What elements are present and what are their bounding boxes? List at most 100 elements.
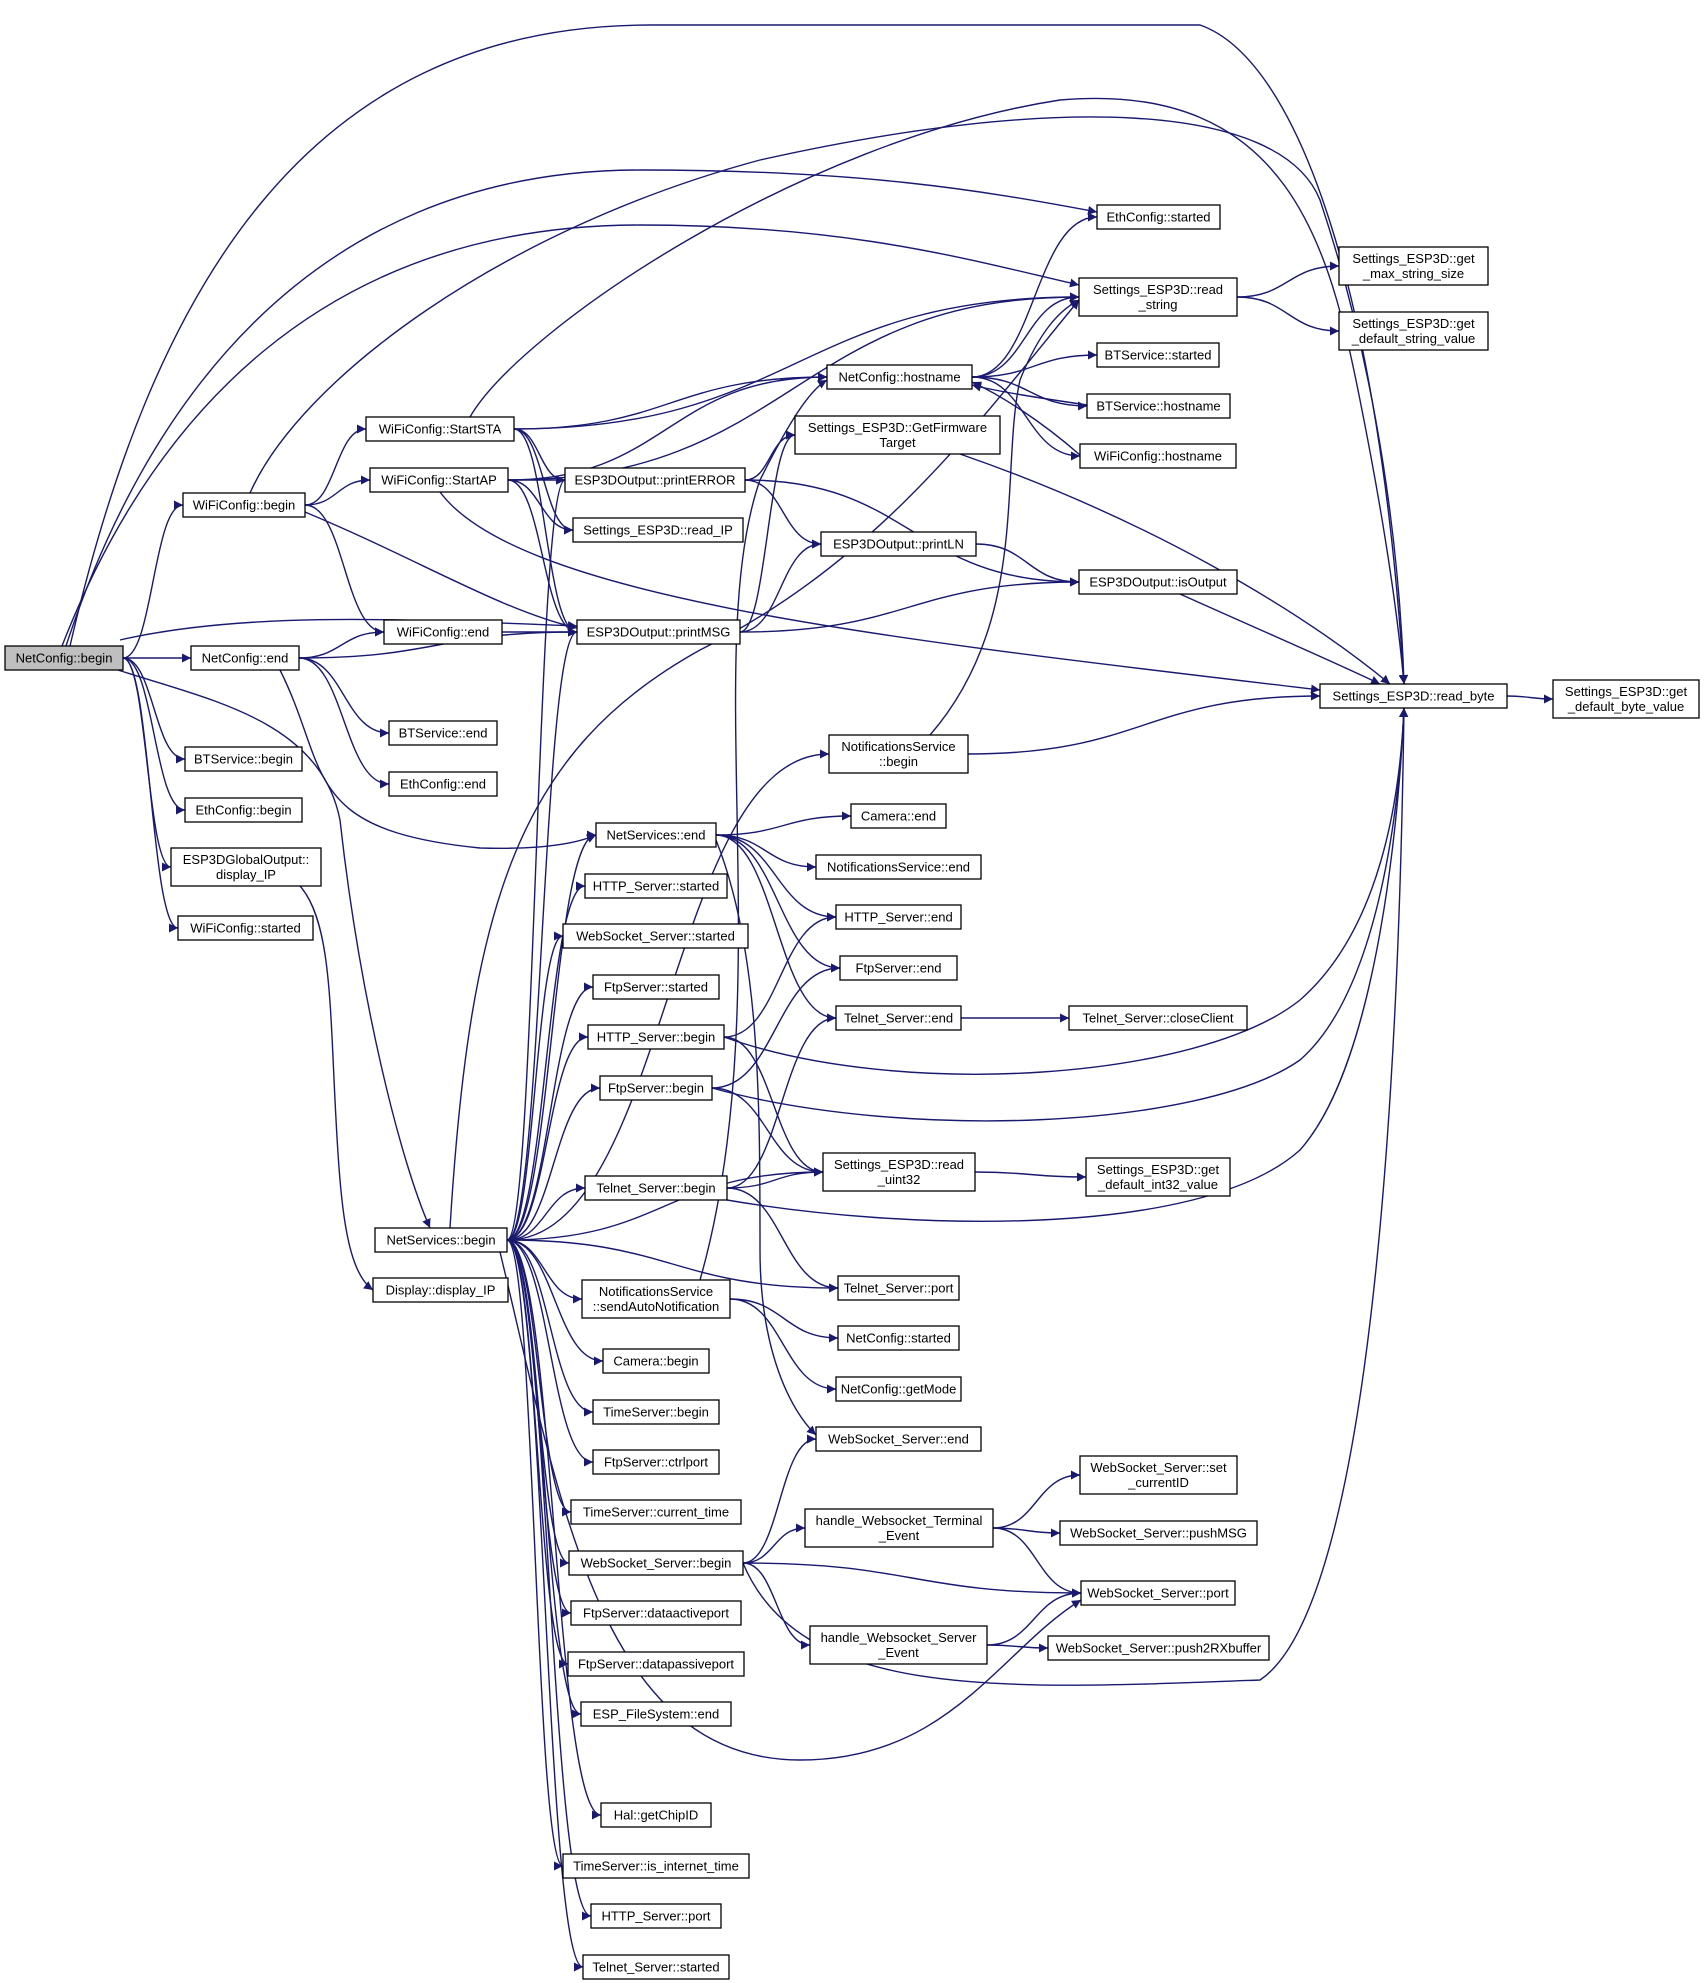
node-netconfig-begin[interactable]: NetConfig::begin	[4, 645, 124, 671]
node-settings-esp3d-get-max-string-size[interactable]: Settings_ESP3D::get_max_string_size	[1338, 246, 1489, 286]
node-box	[1068, 1005, 1248, 1031]
node-esp3doutput-printmsg[interactable]: ESP3DOutput::printMSG	[576, 619, 741, 645]
node-label: FtpServer::begin	[608, 1081, 704, 1096]
edge-n12-to-n35	[506, 1239, 592, 1921]
node-settings-esp3d-get-default-byte-value[interactable]: Settings_ESP3D::get_default_byte_value	[1552, 679, 1700, 719]
node-wificonfig-started[interactable]: WiFiConfig::started	[177, 915, 314, 941]
node-notificationsservice-begin[interactable]: NotificationsService::begin	[828, 734, 969, 774]
node-settings-esp3d-read-uint32[interactable]: Settings_ESP3D::read_uint32	[822, 1152, 976, 1192]
node-camera-begin[interactable]: Camera::begin	[602, 1348, 710, 1374]
node-notificationsservice-end[interactable]: NotificationsService::end	[815, 854, 982, 880]
node-netconfig-end[interactable]: NetConfig::end	[190, 645, 300, 671]
node-box	[828, 734, 969, 774]
node-timeserver-begin[interactable]: TimeServer::begin	[592, 1399, 720, 1425]
edge-n23-to-n45	[726, 1013, 837, 1189]
node-ftpserver-datapassiveport[interactable]: FtpServer::datapassiveport	[567, 1651, 745, 1677]
node-websocket-server-started[interactable]: WebSocket_Server::started	[562, 923, 749, 949]
node-telnet-server-closeclient[interactable]: Telnet_Server::closeClient	[1068, 1005, 1248, 1031]
edge-n21-to-n46	[723, 1036, 824, 1177]
node-esp3dglobaloutput-display-ip[interactable]: ESP3DGlobalOutput::display_IP	[170, 847, 322, 887]
edge-n0-to-n53	[65, 169, 1098, 647]
edge-n14-to-n39	[744, 479, 822, 549]
node-settings-esp3d-read-ip[interactable]: Settings_ESP3D::read_IP	[572, 517, 744, 543]
node-netconfig-hostname[interactable]: NetConfig::hostname	[826, 364, 973, 390]
node-settings-esp3d-get-default-string-value[interactable]: Settings_ESP3D::get_default_string_value	[1338, 311, 1489, 351]
node-timeserver-is-internet-time[interactable]: TimeServer::is_internet_time	[562, 1853, 750, 1879]
edge-n2-to-n54	[513, 292, 1080, 430]
node-telnet-server-port[interactable]: Telnet_Server::port	[837, 1275, 960, 1301]
edge-n56-to-n37	[971, 382, 1088, 406]
node-ftpserver-started[interactable]: FtpServer::started	[592, 974, 720, 1000]
node-box	[581, 1279, 731, 1319]
edge-n12-to-n24	[506, 1239, 583, 1304]
node-box	[570, 1600, 742, 1626]
node-ftpserver-end[interactable]: FtpServer::end	[839, 955, 958, 981]
node-label: FtpServer::dataactiveport	[583, 1606, 729, 1621]
node-telnet-server-started[interactable]: Telnet_Server::started	[582, 1954, 730, 1980]
node-esp-filesystem-end[interactable]: ESP_FileSystem::end	[580, 1701, 732, 1727]
node-handle-websocket-server-event[interactable]: handle_Websocket_Server_Event	[809, 1625, 988, 1665]
node-websocket-server-port[interactable]: WebSocket_Server::port	[1080, 1580, 1236, 1606]
node-ftpserver-ctrlport[interactable]: FtpServer::ctrlport	[592, 1449, 720, 1475]
node-websocket-server-end[interactable]: WebSocket_Server::end	[815, 1426, 982, 1452]
edge-n12-to-n25	[506, 1239, 604, 1366]
node-websocket-server-push2rxbuffer[interactable]: WebSocket_Server::push2RXbuffer	[1047, 1635, 1270, 1661]
edge-n17-to-n41	[715, 811, 852, 836]
node-wificonfig-begin[interactable]: WiFiConfig::begin	[182, 492, 306, 518]
node-http-server-port[interactable]: HTTP_Server::port	[590, 1903, 722, 1929]
node-ftpserver-dataactiveport[interactable]: FtpServer::dataactiveport	[570, 1600, 742, 1626]
node-telnet-server-end[interactable]: Telnet_Server::end	[835, 1005, 962, 1031]
node-http-server-begin[interactable]: HTTP_Server::begin	[587, 1024, 725, 1050]
edge-n23-to-n47	[726, 1187, 839, 1293]
node-label: EthConfig::end	[400, 777, 486, 792]
node-btservice-started[interactable]: BTService::started	[1096, 342, 1220, 368]
node-esp3doutput-printerror[interactable]: ESP3DOutput::printERROR	[564, 467, 746, 493]
node-box	[580, 1701, 732, 1727]
node-websocket-server-pushmsg[interactable]: WebSocket_Server::pushMSG	[1059, 1520, 1258, 1546]
node-label: Telnet_Server::closeClient	[1082, 1011, 1233, 1026]
node-websocket-server-set-currentid[interactable]: WebSocket_Server::set_currentID	[1079, 1455, 1238, 1495]
node-esp3doutput-isoutput[interactable]: ESP3DOutput::isOutput	[1078, 569, 1238, 595]
node-esp3doutput-println[interactable]: ESP3DOutput::printLN	[820, 531, 977, 557]
edge-n0-to-n16	[119, 618, 578, 641]
node-wificonfig-hostname[interactable]: WiFiConfig::hostname	[1079, 443, 1237, 469]
edge-n0-to-n1	[122, 500, 184, 659]
node-btservice-end[interactable]: BTService::end	[388, 720, 498, 746]
node-http-server-started[interactable]: HTTP_Server::started	[584, 873, 728, 899]
node-settings-esp3d-get-default-int32-value[interactable]: Settings_ESP3D::get_default_int32_value	[1085, 1157, 1231, 1197]
edge-n29-to-n51	[742, 1523, 806, 1564]
node-handle-websocket-terminal-event[interactable]: handle_Websocket_Terminal_Event	[804, 1508, 994, 1548]
node-websocket-server-begin[interactable]: WebSocket_Server::begin	[568, 1550, 744, 1576]
node-ethconfig-started[interactable]: EthConfig::started	[1096, 204, 1221, 230]
node-btservice-begin[interactable]: BTService::begin	[184, 746, 303, 772]
node-telnet-server-begin[interactable]: Telnet_Server::begin	[584, 1175, 728, 1201]
node-ftpserver-begin[interactable]: FtpServer::begin	[599, 1075, 713, 1101]
node-netservices-end[interactable]: NetServices::end	[595, 822, 717, 848]
node-timeserver-current-time[interactable]: TimeServer::current_time	[570, 1499, 742, 1525]
node-btservice-hostname[interactable]: BTService::hostname	[1086, 393, 1231, 419]
node-wificonfig-end[interactable]: WiFiConfig::end	[383, 619, 503, 645]
node-camera-end[interactable]: Camera::end	[850, 803, 947, 829]
node-http-server-end[interactable]: HTTP_Server::end	[835, 904, 962, 930]
edge-n65-to-n68	[1506, 694, 1554, 704]
node-netservices-begin[interactable]: NetServices::begin	[374, 1227, 508, 1253]
node-label: Display::display_IP	[386, 1283, 496, 1298]
node-box	[1085, 1157, 1231, 1197]
node-ethconfig-end[interactable]: EthConfig::end	[388, 771, 498, 797]
node-wificonfig-startap[interactable]: WiFiConfig::StartAP	[369, 467, 509, 493]
node-ethconfig-begin[interactable]: EthConfig::begin	[184, 797, 303, 823]
edge-n22-to-n46	[711, 1087, 824, 1177]
node-netconfig-getmode[interactable]: NetConfig::getMode	[835, 1376, 962, 1402]
node-wificonfig-startsta[interactable]: WiFiConfig::StartSTA	[365, 416, 515, 442]
node-netconfig-started[interactable]: NetConfig::started	[837, 1325, 960, 1351]
node-box	[835, 1376, 962, 1402]
node-box	[4, 645, 124, 671]
node-display-display-ip[interactable]: Display::display_IP	[372, 1277, 509, 1303]
node-hal-getchipid[interactable]: Hal::getChipID	[600, 1802, 712, 1828]
node-label: Settings_ESP3D::GetFirmware	[808, 420, 987, 435]
node-settings-esp3d-read-byte[interactable]: Settings_ESP3D::read_byte	[1319, 683, 1508, 709]
node-label: _currentID	[1127, 1475, 1189, 1490]
node-notificationsservice-sendautonotification[interactable]: NotificationsService::sendAutoNotificati…	[581, 1279, 731, 1319]
node-settings-esp3d-read-string[interactable]: Settings_ESP3D::read_string	[1078, 277, 1238, 317]
